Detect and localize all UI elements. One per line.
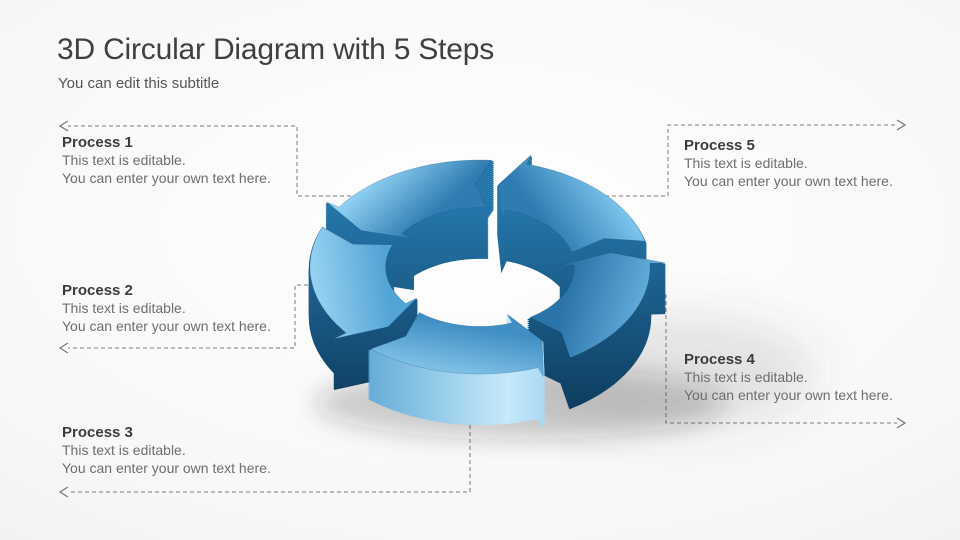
process-block-3[interactable]: Process 3 This text is editable. You can… <box>62 423 271 477</box>
process-heading[interactable]: Process 4 <box>684 351 755 368</box>
arrow-right-icon <box>896 417 907 429</box>
process-heading[interactable]: Process 3 <box>62 424 133 441</box>
slide-subtitle[interactable]: You can edit this subtitle <box>58 75 220 92</box>
connector-process-1 <box>68 125 365 197</box>
arrow-left-icon <box>58 486 69 498</box>
segment-process-4[interactable] <box>529 252 666 359</box>
process-text-line[interactable]: You can enter your own text here. <box>62 169 271 186</box>
segment-process-2[interactable] <box>309 226 418 340</box>
process-block-1[interactable]: Process 1 This text is editable. You can… <box>62 133 271 187</box>
process-text-line[interactable]: You can enter your own text here. <box>62 317 271 334</box>
circular-diagram <box>308 154 666 428</box>
process-text-line[interactable]: This text is editable. <box>684 369 808 385</box>
segment-process-3[interactable] <box>369 312 544 377</box>
arrow-left-icon <box>58 342 69 354</box>
connector-process-5 <box>605 124 897 197</box>
segment-process-1[interactable] <box>326 159 493 240</box>
connector-process-2 <box>68 284 322 349</box>
process-block-2[interactable]: Process 2 This text is editable. You can… <box>62 281 271 335</box>
process-text-line[interactable]: This text is editable. <box>62 300 186 316</box>
process-heading[interactable]: Process 1 <box>62 134 133 151</box>
process-heading[interactable]: Process 2 <box>62 282 133 299</box>
process-block-4[interactable]: Process 4 This text is editable. You can… <box>684 350 893 404</box>
process-heading[interactable]: Process 5 <box>684 137 755 154</box>
segment-process-5[interactable] <box>498 154 646 254</box>
arrow-left-icon <box>58 120 69 132</box>
process-text-line[interactable]: This text is editable. <box>62 152 186 168</box>
process-block-5[interactable]: Process 5 This text is editable. You can… <box>684 136 893 190</box>
process-text-line[interactable]: You can enter your own text here. <box>62 459 271 476</box>
slide-title[interactable]: 3D Circular Diagram with 5 Steps <box>57 33 495 66</box>
arrow-right-icon <box>896 119 907 131</box>
process-text-line[interactable]: This text is editable. <box>684 155 808 171</box>
process-text-line[interactable]: This text is editable. <box>62 442 186 458</box>
process-text-line[interactable]: You can enter your own text here. <box>684 172 893 189</box>
process-text-line[interactable]: You can enter your own text here. <box>684 386 893 403</box>
